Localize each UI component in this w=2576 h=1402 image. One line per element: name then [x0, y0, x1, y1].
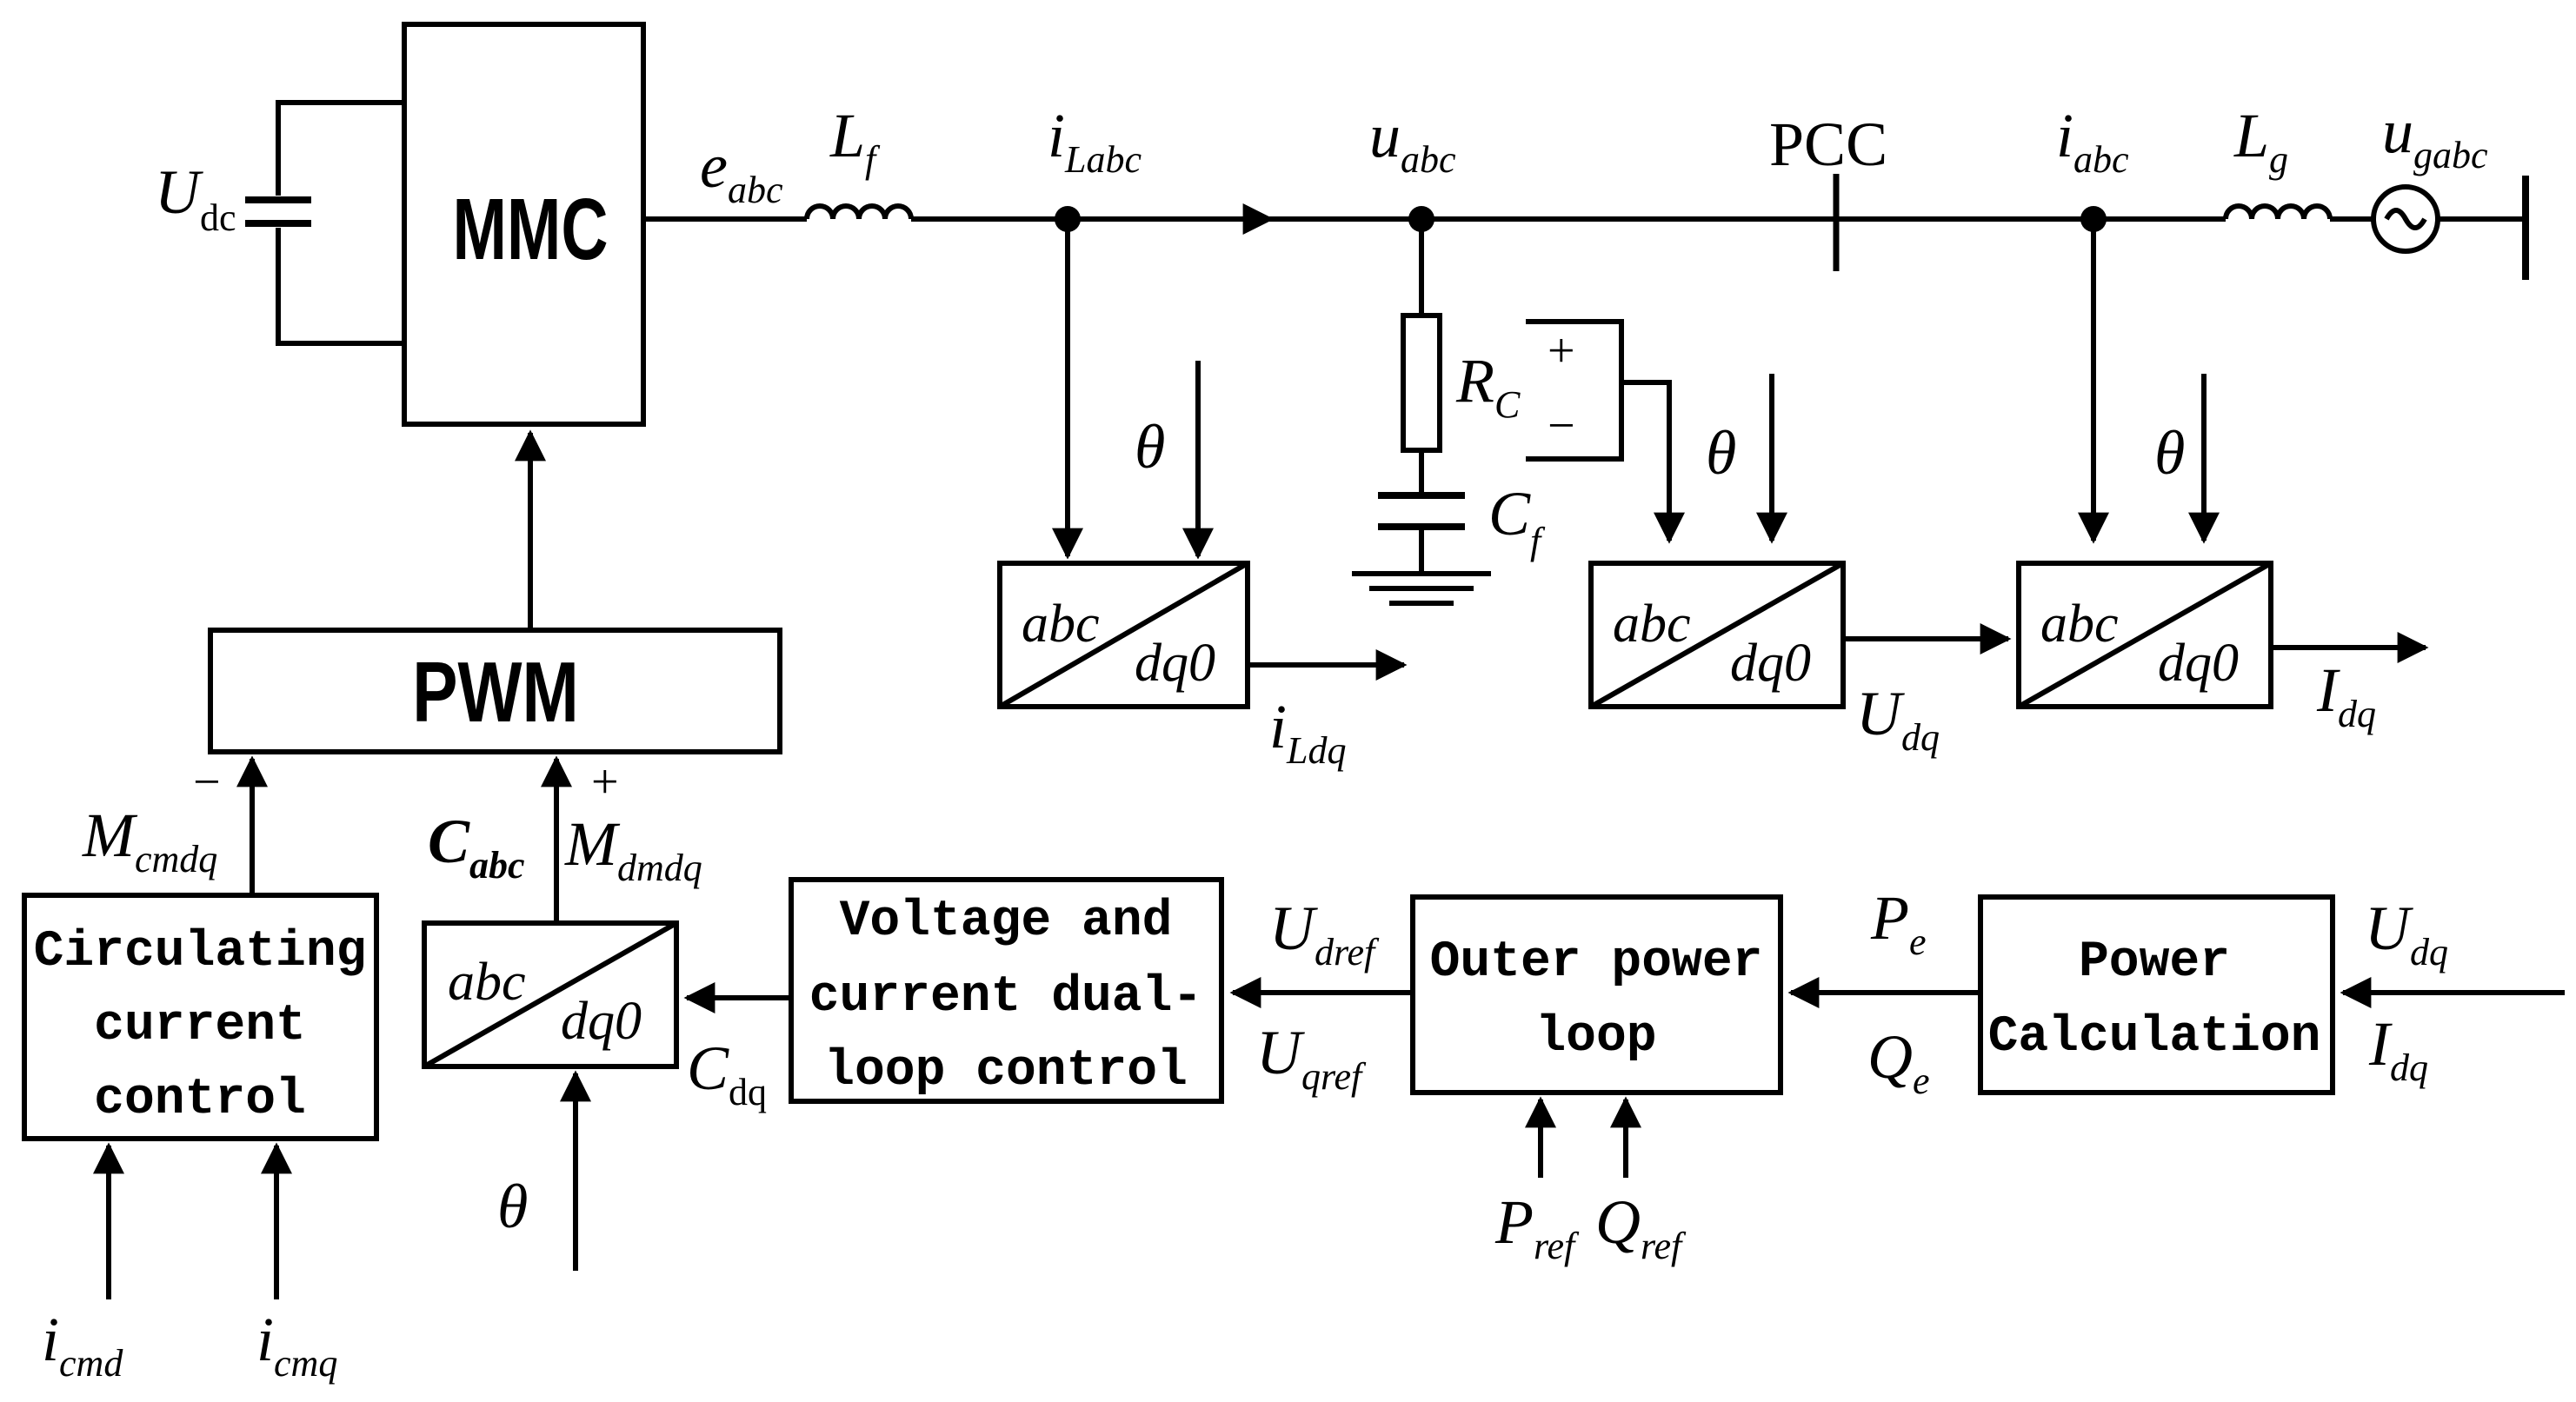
theta-label-3: θ — [2154, 418, 2185, 488]
mcmdq-label: Mcmdq — [82, 801, 217, 880]
circ-label-2: current — [94, 998, 306, 1054]
pc-label-2: Calculation — [1988, 1009, 2321, 1066]
svg-text:abc: abc — [1022, 595, 1100, 654]
circulating-current-control-block — [22, 893, 379, 1141]
svg-text:dq0: dq0 — [561, 992, 642, 1051]
pcc-label: PCC — [1769, 110, 1887, 179]
pwm-label: PWM — [412, 645, 579, 740]
main-power-line — [643, 174, 2529, 280]
voltage-sense-bracket — [1526, 319, 1685, 544]
ildq-label: iLdq — [1269, 692, 1347, 772]
outer-power-loop-block — [1410, 894, 1783, 1095]
mmc-label: MMC — [452, 180, 608, 277]
lg-label: Lg — [2233, 101, 2288, 181]
cabc-label: Cabc — [428, 807, 525, 887]
vc-label-3: loop control — [824, 1043, 1188, 1100]
abc-dq0-block-3: abc dq0 — [2016, 561, 2273, 709]
svg-text:dq0: dq0 — [1730, 634, 1811, 693]
svg-text:abc: abc — [1613, 595, 1691, 654]
qe-label: Qe — [1867, 1022, 1930, 1102]
minus-sign-pwm: − — [193, 755, 221, 809]
udref-label: Udref — [1269, 894, 1380, 973]
opl-label-2: loop — [1535, 1009, 1656, 1066]
udq-label-top: Udq — [1856, 679, 1940, 759]
uqref-label: Uqref — [1256, 1018, 1367, 1098]
udc-label: Udc — [155, 157, 236, 239]
mmc-block — [402, 22, 646, 427]
vc-label-1: Voltage and — [840, 894, 1173, 950]
idq-label-top: Idq — [2316, 655, 2376, 735]
plus-sign-rc: + — [1548, 324, 1575, 378]
dual-loop-control-block — [789, 877, 1224, 1104]
udq-label-right: Udq — [2365, 894, 2448, 973]
svg-text:abc: abc — [2040, 595, 2119, 654]
theta-label-2: θ — [1706, 418, 1736, 488]
rc-label: RC — [1455, 346, 1521, 426]
mdmdq-label: Mdmdq — [564, 809, 702, 889]
vc-label-2: current dual- — [809, 969, 1202, 1026]
uabc-label: uabc — [1369, 101, 1456, 181]
cdq-label: Cdq — [687, 1033, 767, 1113]
power-calculation-block — [1978, 894, 2335, 1095]
minus-sign-rc: − — [1548, 399, 1575, 453]
icmq-label: icmq — [256, 1305, 337, 1385]
svg-text:dq0: dq0 — [1135, 634, 1215, 693]
circ-label-3: control — [94, 1072, 306, 1128]
theta-label-1: θ — [1135, 412, 1165, 482]
iabc-label: iabc — [2056, 101, 2129, 181]
opl-label-1: Outer power — [1430, 934, 1763, 991]
idq-label-right: Idq — [2368, 1009, 2428, 1089]
abc-dq0-block-1: abc dq0 — [997, 561, 1250, 709]
svg-text:abc: abc — [448, 953, 526, 1012]
abc-dq0-block-control: abc dq0 — [422, 920, 679, 1069]
ugabc-label: ugabc — [2382, 96, 2488, 176]
plus-sign-pwm: + — [591, 755, 619, 809]
ilabc-label: iLabc — [1048, 101, 1142, 181]
svg-text:dq0: dq0 — [2158, 634, 2239, 693]
pc-label-1: Power — [2079, 934, 2230, 991]
pe-label: Pe — [1870, 883, 1927, 963]
lf-label: Lf — [829, 101, 881, 181]
cf-label: Cf — [1488, 479, 1546, 562]
pwm-block — [208, 628, 782, 754]
eabc-label: eabc — [700, 131, 783, 211]
qref-label: Qref — [1595, 1187, 1687, 1267]
rc-filter-branch — [1352, 219, 1491, 606]
theta-label-4: θ — [497, 1172, 528, 1241]
dc-capacitor-loop — [245, 100, 404, 346]
abc-dq0-block-2: abc dq0 — [1588, 561, 1846, 709]
icmd-label: icmd — [42, 1305, 123, 1385]
pref-label: Pref — [1494, 1187, 1580, 1267]
circ-label-1: Circulating — [34, 924, 367, 980]
